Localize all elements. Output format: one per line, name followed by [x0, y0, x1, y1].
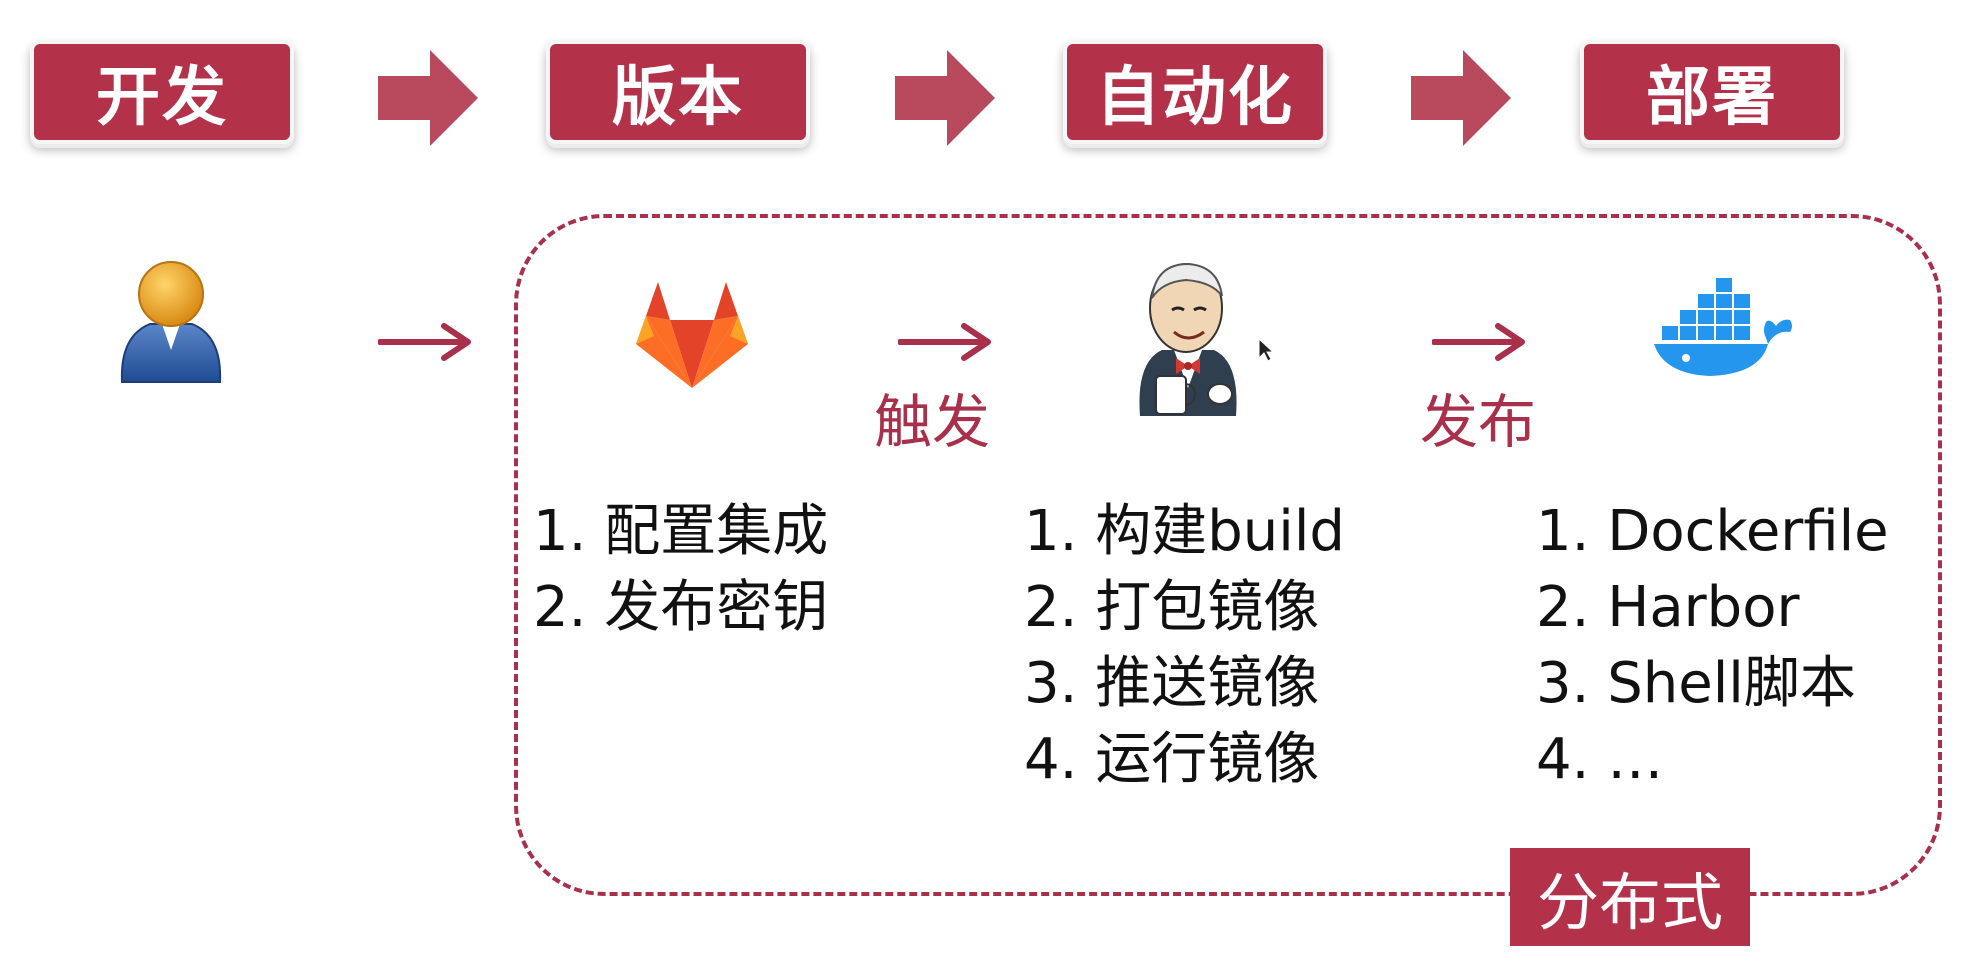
list-item: 4. 运行镜像	[1024, 722, 1345, 798]
jenkins-steps-list: 1. 构建build 2. 打包镜像 3. 推送镜像 4. 运行镜像	[1024, 494, 1345, 798]
distributed-badge: 分布式	[1510, 848, 1750, 946]
user-icon	[116, 258, 226, 388]
list-item: 1. 配置集成	[533, 494, 828, 570]
gitlab-icon	[632, 280, 752, 390]
list-item: 2. 打包镜像	[1024, 570, 1345, 646]
mouse-pointer-icon	[1258, 338, 1274, 362]
stage-develop: 开发	[30, 40, 294, 144]
list-item: 1. 构建build	[1024, 494, 1345, 570]
list-item: 4. …	[1536, 722, 1889, 798]
jenkins-icon	[1128, 258, 1246, 418]
list-item: 2. 发布密钥	[533, 570, 828, 646]
gitlab-steps-list: 1. 配置集成 2. 发布密钥	[533, 494, 828, 646]
list-item: 3. 推送镜像	[1024, 646, 1345, 722]
list-item: 3. Shell脚本	[1536, 646, 1889, 722]
deploy-steps-list: 1. Dockerfile 2. Harbor 3. Shell脚本 4. …	[1536, 494, 1889, 798]
stage-deploy: 部署	[1580, 40, 1844, 144]
trigger-label: 触发	[874, 375, 990, 459]
stage-version: 版本	[546, 40, 810, 144]
flow-arrow-icon	[378, 322, 474, 362]
publish-label: 发布	[1420, 375, 1536, 459]
flow-arrow-icon	[1432, 322, 1528, 362]
list-item: 1. Dockerfile	[1536, 494, 1889, 570]
docker-icon	[1650, 270, 1798, 382]
flow-arrow-icon	[898, 322, 994, 362]
stage-arrow-icon	[378, 50, 478, 146]
stage-arrow-icon	[1411, 50, 1511, 146]
stage-automation: 自动化	[1063, 40, 1327, 144]
list-item: 2. Harbor	[1536, 570, 1889, 646]
stage-arrow-icon	[895, 50, 995, 146]
